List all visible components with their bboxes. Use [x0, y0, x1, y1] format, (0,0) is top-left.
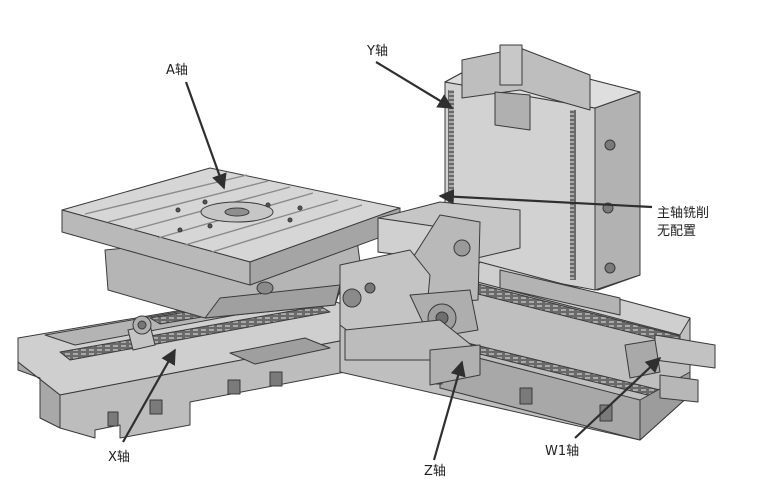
arrow-a-axis — [184, 81, 227, 190]
label-y-axis: Y轴 — [367, 44, 388, 59]
label-z-axis: Z轴 — [424, 464, 446, 479]
label-x-axis: X轴 — [108, 450, 130, 465]
arrow-w1-axis — [574, 356, 662, 439]
rotary-table — [61, 167, 401, 319]
arrow-x-axis — [122, 348, 176, 443]
label-w1-axis: W1轴 — [545, 444, 580, 459]
label-a-axis: A轴 — [166, 63, 188, 78]
label-spindle-line2: 无配置 — [657, 224, 697, 239]
callout-arrows — [122, 61, 662, 461]
arrow-z-axis — [432, 360, 466, 461]
label-spindle-line1: 主轴铣削 — [657, 206, 710, 221]
arrow-spindle — [438, 189, 653, 209]
arrow-y-axis — [375, 61, 454, 109]
x-axis-motor — [127, 315, 156, 351]
